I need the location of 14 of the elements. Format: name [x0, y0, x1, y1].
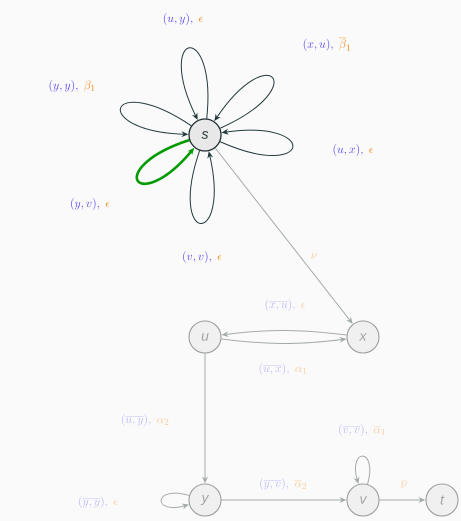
edge-label: $(\overline{v,v}),\;\overline{\alpha}_1$ [336, 422, 388, 438]
loop-arrow [190, 150, 215, 224]
edge-label: $\overline{\nu}$ [399, 478, 409, 490]
edge-label: $(y,y),\;\beta_1$ [46, 78, 98, 94]
edge-label: $(x,u),\;\overline{\beta}_1$ [301, 36, 353, 52]
edge-label: $(y,v),\;\epsilon$ [68, 196, 112, 212]
edge-label: $(\overline{y,y}),\;\epsilon$ [76, 494, 120, 510]
edge-label: $(u,x),\;\epsilon$ [330, 142, 376, 158]
edge-label: $(\overline{x,u}),\;\epsilon$ [262, 298, 308, 312]
edge-label: $(\overline{y,v}),\;\overline{\alpha}_2$ [258, 476, 308, 492]
edge-label: $(\overline{u,y}),\;\alpha_2$ [119, 412, 171, 428]
edge-label: $(u,y),\;\epsilon$ [161, 12, 205, 26]
edge-label: $(v,v),\;\epsilon$ [180, 250, 224, 264]
edge-label: $(\overline{u,x}),\;\alpha_1$ [257, 362, 309, 376]
